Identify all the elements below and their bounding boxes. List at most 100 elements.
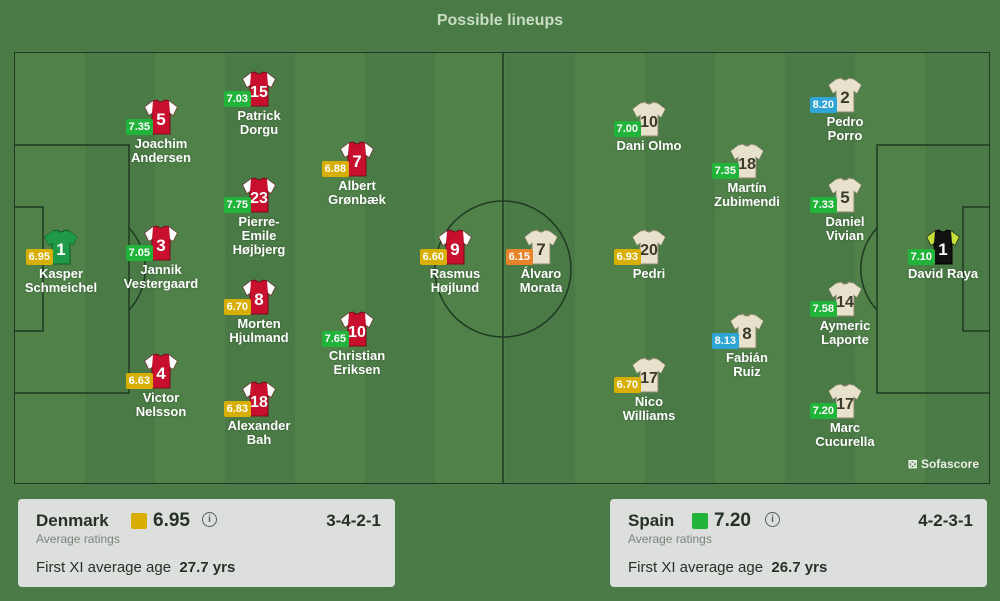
away-formation: 4-2-3-1 (918, 511, 973, 530)
player-name: Rasmus (429, 266, 481, 281)
home-formation: 3-4-2-1 (326, 511, 381, 530)
away-team-name[interactable]: Spain (628, 511, 675, 530)
home-team-name[interactable]: Denmark (36, 511, 109, 530)
player-name: Victor (142, 390, 180, 405)
away-average-label: Average ratings (628, 532, 712, 546)
player-name: Christian (328, 348, 386, 363)
player-name: Dorgu (239, 122, 279, 137)
svg-text:15: 15 (250, 84, 268, 101)
player-name: Jannik (140, 262, 182, 277)
player-name: Hjulmand (229, 330, 289, 345)
svg-text:10: 10 (640, 114, 658, 131)
player-name: Cucurella (815, 434, 875, 449)
player-name: Højlund (430, 280, 480, 295)
svg-text:18: 18 (250, 394, 268, 411)
jersey-icon: 1 (44, 229, 78, 265)
player-name: Schmeichel (24, 280, 98, 295)
home-summary-card: Denmark 6.95 i 3-4-2-1 Average ratings F… (18, 499, 395, 587)
home-age-row: First XI average age 27.7 yrs (36, 559, 236, 576)
player-rating-badge: 6.63 (125, 373, 153, 389)
svg-text:20: 20 (640, 242, 658, 259)
player-name: Pedri (632, 266, 666, 281)
home-average-label: Average ratings (36, 532, 120, 546)
player-rating-badge: 8.20 (809, 97, 837, 113)
player-name: Grønbæk (328, 192, 386, 207)
svg-text:7: 7 (536, 240, 545, 259)
player-name: Daniel (825, 214, 865, 229)
info-icon[interactable]: i (202, 512, 217, 527)
jersey-icon: 18 (730, 143, 764, 179)
svg-text:18: 18 (738, 156, 756, 173)
player-name: Morata (519, 280, 563, 295)
svg-text:1: 1 (56, 240, 65, 259)
player-name: Andersen (131, 150, 191, 165)
home-average-rating: 6.95 (153, 510, 190, 531)
player-name: Fabián (726, 350, 768, 365)
player-rating-badge: 7.10 (907, 249, 935, 265)
player-name: Laporte (821, 332, 869, 347)
player-name: Emile (241, 228, 277, 243)
jersey-icon: 23 (242, 177, 276, 213)
svg-text:3: 3 (156, 236, 165, 255)
jersey-icon: 5 (828, 177, 862, 213)
player-rating-badge: 7.05 (125, 245, 153, 261)
player-name: David Raya (907, 266, 979, 281)
svg-text:5: 5 (156, 110, 165, 129)
jersey-icon: 20 (632, 229, 666, 265)
jersey-icon: 5 (144, 99, 178, 135)
player-name: Kasper (38, 266, 84, 281)
player-rating-badge: 6.70 (613, 377, 641, 393)
svg-text:1: 1 (938, 240, 947, 259)
player-name: Álvaro (520, 266, 562, 281)
player-rating-badge: 7.33 (809, 197, 837, 213)
player-rating-badge: 7.58 (809, 301, 837, 317)
svg-text:23: 23 (250, 190, 268, 207)
svg-text:7: 7 (352, 152, 361, 171)
svg-text:8: 8 (254, 290, 263, 309)
away-rating-badge (692, 513, 708, 529)
svg-text:10: 10 (348, 324, 366, 341)
player-name: Williams (622, 408, 676, 423)
player-rating-badge: 6.15 (505, 249, 533, 265)
jersey-icon: 3 (144, 225, 178, 261)
player-rating-badge: 7.65 (321, 331, 349, 347)
info-icon[interactable]: i (765, 512, 780, 527)
player-name: Joachim (134, 136, 188, 151)
svg-text:17: 17 (640, 370, 658, 387)
svg-text:17: 17 (836, 396, 854, 413)
player-name: Vestergaard (123, 276, 199, 291)
player-rating-badge: 8.13 (711, 333, 739, 349)
sofascore-logo[interactable]: ⊠ Sofascore (907, 457, 979, 471)
svg-text:4: 4 (156, 364, 166, 383)
pitch-markings (15, 53, 989, 483)
player-name: Bah (246, 432, 272, 447)
player-rating-badge: 6.93 (613, 249, 641, 265)
player-name: Albert (338, 178, 376, 193)
home-rating-badge (131, 513, 147, 529)
player-name: Højbjerg (232, 242, 286, 257)
jersey-icon: 10 (632, 101, 666, 137)
